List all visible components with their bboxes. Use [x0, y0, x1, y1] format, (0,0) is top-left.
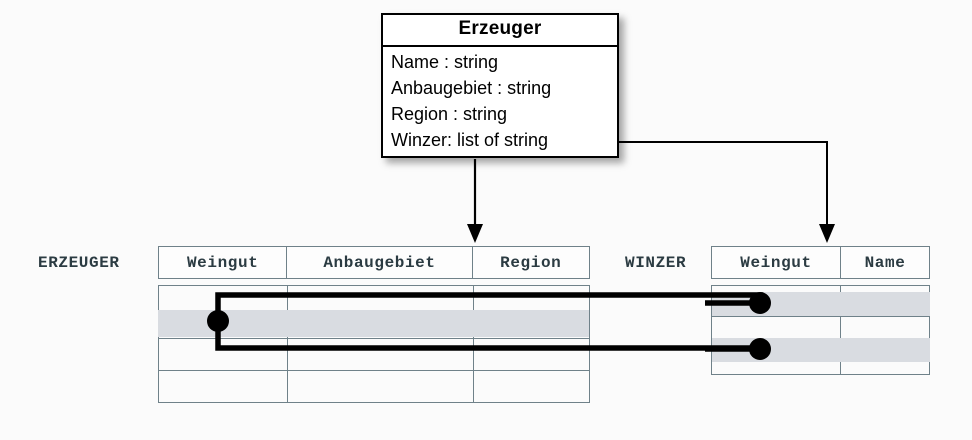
column-header-winzer-name[interactable]: Name [864, 253, 906, 272]
table-header-erzeuger: Weingut Anbaugebiet Region [158, 246, 590, 279]
column-header-winzer-weingut[interactable]: Weingut [712, 247, 841, 278]
column-header-erzeuger-weingut[interactable]: Weingut [159, 247, 288, 278]
uml-class-attribute-list: Name : string Anbaugebiet : string Regio… [383, 47, 617, 156]
table-cell[interactable] [159, 339, 288, 370]
uml-class-box[interactable]: Erzeuger Name : string Anbaugebiet : str… [381, 13, 619, 158]
column-header-erzeuger-region[interactable]: Region [500, 253, 562, 272]
table-row[interactable] [159, 371, 589, 402]
table-cell[interactable] [288, 286, 474, 310]
uml-attribute-winzer: Winzer: list of string [391, 129, 549, 150]
row-link-erzeuger2-winzer1 [215, 292, 763, 321]
row-link-erzeuger2-winzer3 [215, 321, 763, 352]
uml-attribute-region: Region : string [391, 103, 508, 124]
table-label-winzer: WINZER [625, 254, 687, 272]
uml-attribute-anbaugebiet: Anbaugebiet : string [391, 77, 552, 98]
table-cell[interactable] [288, 339, 474, 370]
table-row[interactable] [159, 339, 589, 371]
column-header-erzeuger-anbaugebiet[interactable]: Anbaugebiet [287, 247, 473, 278]
table-cell[interactable] [159, 371, 288, 402]
link-bullet-winzer-row1[interactable] [749, 292, 771, 314]
connector-arrow-to-winzer [605, 141, 835, 243]
uml-class-name: Erzeuger [383, 15, 617, 47]
table-cell[interactable] [288, 371, 474, 402]
table-label-erzeuger: ERZEUGER [38, 254, 120, 272]
connector-arrow-to-erzeuger [467, 159, 483, 243]
table-cell[interactable] [712, 317, 841, 345]
uml-attribute-name: Name : string [391, 51, 499, 72]
link-bullet-winzer-row3[interactable] [749, 338, 771, 360]
table-cell[interactable] [159, 286, 288, 310]
table-header-winzer: Weingut Name [711, 246, 930, 279]
link-bullet-erzeuger-row2[interactable] [207, 310, 229, 332]
